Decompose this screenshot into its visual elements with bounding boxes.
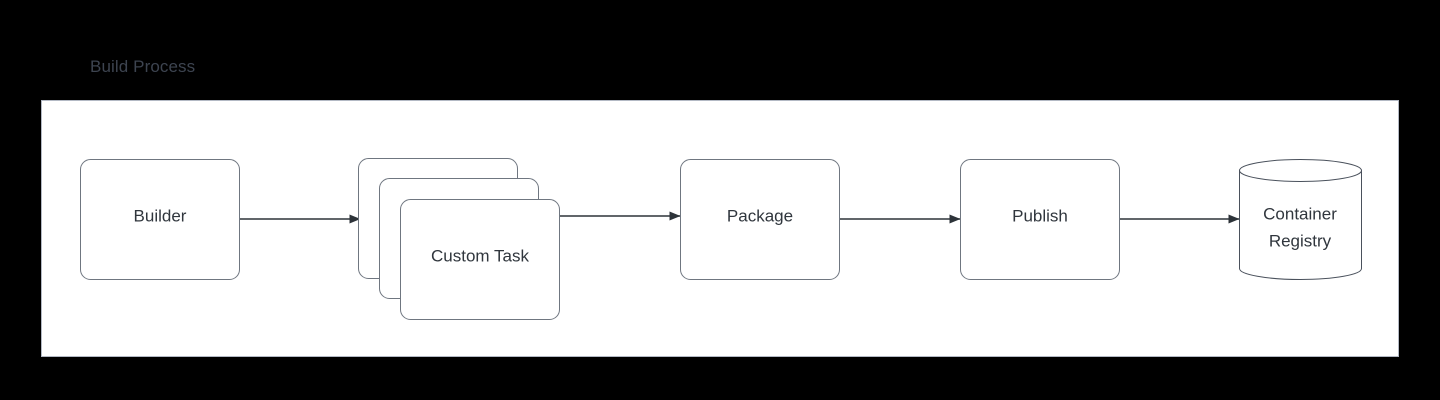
- node-custom-task-label: Custom Task: [431, 246, 529, 265]
- node-builder[interactable]: Builder: [80, 159, 240, 280]
- node-container-registry-label-line1: Container: [1263, 204, 1337, 223]
- node-container-registry-label-line2: Registry: [1269, 231, 1332, 250]
- custom-task-card-front: [400, 199, 560, 320]
- node-publish[interactable]: Publish: [960, 159, 1120, 280]
- node-custom-task[interactable]: Custom Task: [358, 158, 560, 320]
- node-package[interactable]: Package: [680, 159, 840, 280]
- node-publish-label: Publish: [1012, 206, 1068, 225]
- group-title: Build Process: [90, 57, 196, 76]
- node-container-registry[interactable]: Container Registry: [1239, 159, 1362, 281]
- node-package-label: Package: [727, 206, 793, 225]
- node-builder-label: Builder: [134, 206, 187, 225]
